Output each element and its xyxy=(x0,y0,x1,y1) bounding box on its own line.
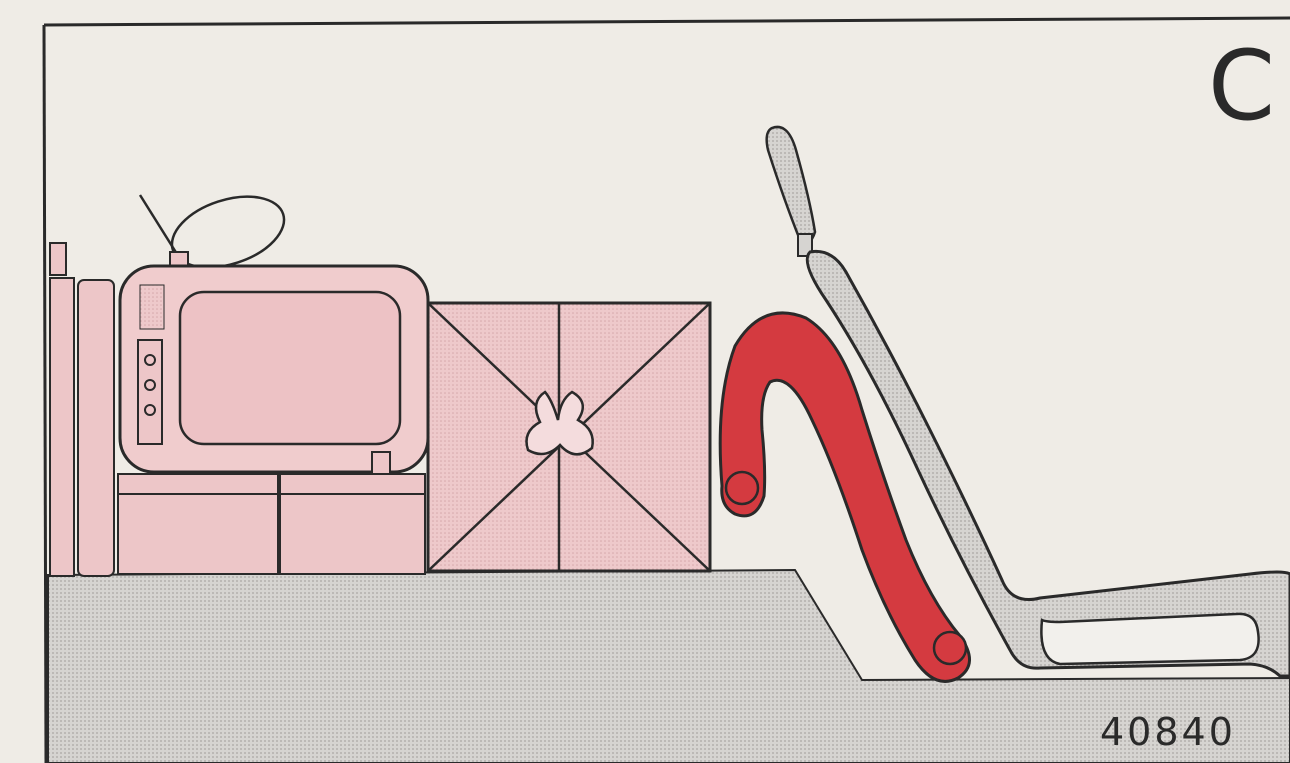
television xyxy=(118,194,430,475)
reference-number: 40840 xyxy=(1100,710,1236,754)
boxes-under-tv xyxy=(117,473,426,575)
luggage-floor xyxy=(47,568,1290,763)
rear-seat xyxy=(765,125,1290,678)
gift-box xyxy=(426,301,712,573)
panel-letter: C xyxy=(1208,30,1276,142)
cargo-barrier xyxy=(718,311,971,683)
frame-border xyxy=(42,16,1290,763)
rear-panels xyxy=(49,242,115,577)
